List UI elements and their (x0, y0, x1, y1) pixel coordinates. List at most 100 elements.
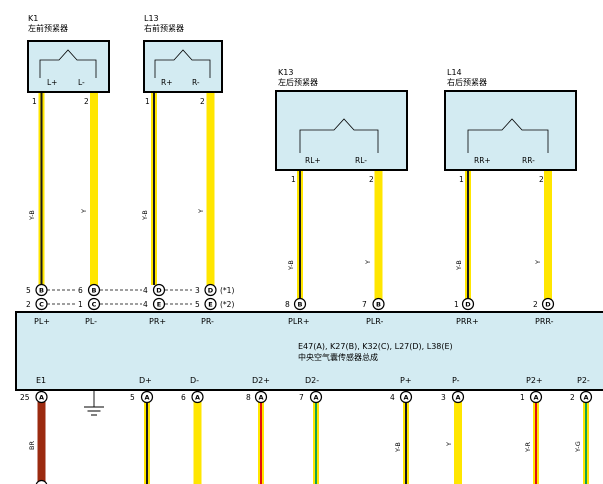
ecu-label-prrplus: PRR+ (456, 317, 479, 326)
term-plminus-conn-bot: C (92, 301, 97, 309)
wire-label-p2minus: Y-G (574, 441, 582, 453)
term-plrplus-conn: B (298, 301, 303, 309)
term-prplus-num-bot: 4 (143, 300, 148, 309)
wire-k1-plus (38, 92, 45, 285)
wire-label-k13-plus: Y-B (287, 260, 295, 271)
term-d2plus-conn: A (258, 394, 263, 402)
wire-dminus (193, 402, 202, 484)
sensor-l14-pin-minus: RR- (522, 156, 535, 165)
term-prplus-num-top: 4 (143, 286, 148, 295)
sensor-l13-name: 右前预紧器 (144, 23, 184, 33)
sensor-l13-pin-plus: R+ (161, 78, 173, 87)
term-pplus-num: 4 (390, 393, 395, 402)
ecu-label-p2plus: P2+ (526, 376, 543, 385)
wire-p2minus (583, 402, 589, 484)
ecu-label-dminus: D- (190, 376, 199, 385)
term-plrplus-num: 8 (285, 300, 290, 309)
wire-d2plus (258, 402, 264, 484)
term-prrplus-conn: D (465, 301, 471, 309)
wire-label-pplus: Y-B (394, 442, 402, 453)
term-p2minus-conn: A (583, 394, 588, 402)
wire-l14-plus (465, 170, 471, 299)
note-2: (*2) (220, 300, 234, 309)
term-prrminus-conn: D (545, 301, 551, 309)
wire-e1-brown (37, 402, 46, 484)
sensor-l14-code: L14 (447, 68, 462, 77)
sensor-k13-name: 左后预紧器 (278, 77, 318, 87)
ground-icon (84, 390, 104, 416)
ecu-label-prrminus: PRR- (535, 317, 554, 326)
ecu-label-plrplus: PLR+ (288, 317, 310, 326)
wire-l13-plus (151, 92, 157, 285)
term-d2minus-conn: A (313, 394, 318, 402)
sensor-k13-code: K13 (278, 68, 293, 77)
term-plminus-num-bot: 1 (78, 300, 83, 309)
ecu-label-dplus: D+ (139, 376, 152, 385)
wire-d2minus (313, 402, 319, 484)
sensor-l13: L13 右前预紧器 R+ R- 1 2 Y-B Y (141, 14, 223, 221)
wire-label-pminus: Y (445, 442, 453, 447)
wire-label-l14-plus: Y-B (455, 260, 463, 271)
wire-pplus (403, 402, 409, 484)
sensor-l14-num-2: 2 (539, 175, 544, 184)
wire-pminus (454, 402, 462, 484)
term-plplus-conn-top: B (39, 287, 44, 295)
wire-label-l13-plus: Y-B (141, 210, 149, 221)
wire-p2plus (533, 402, 539, 484)
sensor-k13-num-2: 2 (369, 175, 374, 184)
ecu-label-pminus: P- (452, 376, 460, 385)
sensor-k1-code: K1 (28, 14, 38, 23)
wire-l14-minus (544, 170, 552, 299)
term-prplus-conn-top: D (156, 287, 162, 295)
term-prrminus-num: 2 (533, 300, 538, 309)
term-e1-num: 25 (20, 393, 30, 402)
wire-label-p2plus: Y-R (524, 441, 532, 453)
term-plrminus-conn: B (376, 301, 381, 309)
wire-k13-plus (297, 170, 303, 299)
wire-label-l13-minus: Y (197, 209, 205, 214)
term-prminus-conn-bot: E (208, 301, 212, 309)
term-plplus-num-top: 5 (26, 286, 31, 295)
wire-label-k1-minus: Y (80, 209, 88, 214)
sensor-l13-code: L13 (144, 14, 159, 23)
term-p2plus-conn: A (533, 394, 538, 402)
wire-label-l14-minus: Y (534, 260, 542, 265)
sensor-k13-pin-minus: RL- (355, 156, 367, 165)
term-plrminus-num: 7 (362, 300, 367, 309)
ecu-label-d2minus: D2- (305, 376, 319, 385)
sensor-k13-num-1: 1 (291, 175, 296, 184)
bottom-connectors: 25 A 5 A 6 A 8 A 7 A 4 A 3 A 1 A 2 A (20, 390, 593, 484)
sensor-k13: K13 左后预紧器 RL+ RL- 1 2 Y-B Y (275, 68, 408, 271)
wires (37, 92, 589, 484)
term-p2plus-num: 1 (520, 393, 525, 402)
ecu-label-d2plus: D2+ (252, 376, 270, 385)
cutoff-connector (35, 479, 48, 484)
term-pplus-conn: A (403, 394, 408, 402)
term-dplus-num: 5 (130, 393, 135, 402)
term-dminus-num: 6 (181, 393, 186, 402)
term-d2plus-num: 8 (246, 393, 251, 402)
ecu-label-plrminus: PLR- (366, 317, 384, 326)
term-p2minus-num: 2 (570, 393, 575, 402)
sensor-k1-pin-plus: L+ (47, 78, 57, 87)
sensor-k1-name: 左前预紧器 (28, 23, 68, 33)
sensor-k1: K1 左前预紧器 L+ L- 1 2 Y-B Y (27, 14, 110, 221)
ecu-label-e1: E1 (36, 376, 46, 385)
ecu-label-pplus: P+ (400, 376, 412, 385)
sensor-k1-num-2: 2 (84, 97, 89, 106)
sensor-l14-pin-plus: RR+ (474, 156, 491, 165)
term-prminus-num-bot: 5 (195, 300, 200, 309)
term-prminus-conn-top: D (208, 287, 214, 295)
sensor-k1-pin-minus: L- (78, 78, 85, 87)
ecu-label-prminus: PR- (201, 317, 214, 326)
sensor-l14: L14 右后预紧器 RR+ RR- 1 2 Y-B Y (444, 68, 577, 271)
sensor-l13-pin-minus: R- (192, 78, 200, 87)
ecu-connector-list: E47(A), K27(B), K32(C), L27(D), L38(E) (298, 342, 453, 351)
wire-l13-minus (206, 92, 215, 285)
term-prplus-conn-bot: E (157, 301, 161, 309)
ecu-label-p2minus: P2- (577, 376, 590, 385)
term-dminus-conn: A (195, 394, 200, 402)
wire-label-e1: BR (28, 441, 36, 450)
